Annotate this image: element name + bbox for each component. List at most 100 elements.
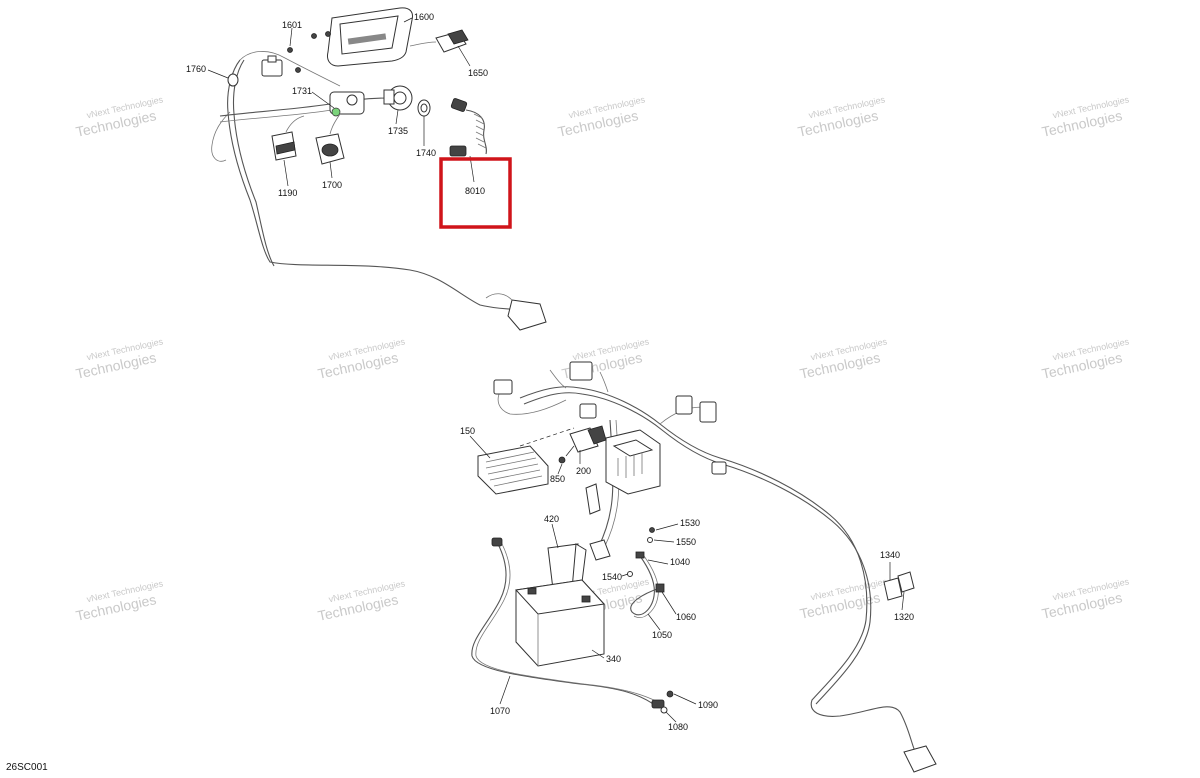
callout-1080[interactable]: 1080 bbox=[668, 722, 688, 732]
callout-1600[interactable]: 1600 bbox=[414, 12, 434, 22]
lower-harness-assembly bbox=[471, 361, 937, 773]
callout-340[interactable]: 340 bbox=[606, 654, 621, 664]
leader-850 bbox=[557, 463, 563, 475]
leader-1040 bbox=[647, 559, 669, 565]
lower-harness-left-branch bbox=[497, 391, 567, 415]
connector-1340 bbox=[883, 577, 903, 601]
leader-1090 bbox=[673, 693, 697, 705]
washer-1540 bbox=[627, 571, 633, 577]
leader-1550 bbox=[653, 539, 675, 543]
battery-340 bbox=[514, 579, 606, 667]
connector-1650 bbox=[409, 29, 469, 53]
connector-right-c bbox=[711, 461, 727, 475]
leader-1650 bbox=[457, 45, 471, 67]
callout-150[interactable]: 150 bbox=[460, 426, 475, 436]
leader-1760 bbox=[207, 69, 229, 79]
connector-tab bbox=[267, 55, 277, 63]
callout-1530[interactable]: 1530 bbox=[680, 518, 700, 528]
relay-box bbox=[605, 429, 661, 495]
leader-340 bbox=[591, 649, 605, 659]
callout-1050[interactable]: 1050 bbox=[652, 630, 672, 640]
connector-fuse-low bbox=[589, 539, 611, 561]
nut-850 bbox=[558, 456, 566, 464]
upper-harness-assembly bbox=[211, 7, 547, 331]
connector-upper-left bbox=[493, 379, 513, 395]
connector-right-b bbox=[699, 401, 717, 423]
connector-1190 bbox=[271, 115, 305, 161]
leader-150 bbox=[469, 435, 491, 459]
ignition-1735 bbox=[383, 85, 413, 111]
callout-420[interactable]: 420 bbox=[544, 514, 559, 524]
callout-1070[interactable]: 1070 bbox=[490, 706, 510, 716]
upper-harness-branch bbox=[232, 59, 275, 267]
figure-id: 26SC001 bbox=[6, 762, 48, 773]
connector-1320 bbox=[897, 571, 915, 593]
highlight-box-8010[interactable] bbox=[439, 157, 512, 229]
upper-harness-branch-left bbox=[211, 111, 231, 162]
callout-labels: 1601 1600 1650 1760 1731 1735 1740 1190 … bbox=[186, 12, 914, 732]
leader-1190 bbox=[283, 159, 289, 187]
callout-1090[interactable]: 1090 bbox=[698, 700, 718, 710]
coiled-cable-8010 bbox=[449, 98, 487, 157]
connector-mid bbox=[579, 403, 597, 419]
harness-end-wire bbox=[485, 293, 513, 301]
washer-1080 bbox=[660, 706, 668, 714]
display-1600 bbox=[327, 7, 413, 67]
leader-1731 bbox=[311, 91, 335, 109]
callout-1760[interactable]: 1760 bbox=[186, 64, 206, 74]
regulator-150 bbox=[477, 427, 575, 495]
leader-1600 bbox=[403, 17, 413, 23]
leader-1700 bbox=[329, 161, 333, 179]
callout-8010[interactable]: 8010 bbox=[465, 186, 485, 196]
leader-1320 bbox=[901, 591, 905, 611]
callout-1060[interactable]: 1060 bbox=[676, 612, 696, 622]
callout-1601[interactable]: 1601 bbox=[282, 20, 302, 30]
leader-420 bbox=[551, 523, 559, 549]
ring-1740 bbox=[417, 99, 431, 117]
leader-1601 bbox=[289, 27, 293, 47]
leader-1540 bbox=[621, 573, 629, 577]
callout-850[interactable]: 850 bbox=[550, 474, 565, 484]
terminal-1060 bbox=[655, 583, 665, 593]
harness-end-connector bbox=[507, 299, 547, 331]
leader-1060 bbox=[661, 591, 677, 615]
fuse-holder bbox=[585, 483, 601, 515]
relay-200 bbox=[565, 425, 607, 457]
callout-1650[interactable]: 1650 bbox=[468, 68, 488, 78]
battery-cable-1070 bbox=[471, 537, 665, 709]
ground-cable-1050 bbox=[630, 551, 665, 618]
callout-1740[interactable]: 1740 bbox=[416, 148, 436, 158]
callout-1190[interactable]: 1190 bbox=[278, 188, 297, 198]
connector-upper-mid bbox=[569, 361, 593, 381]
upper-harness-cross bbox=[219, 97, 391, 117]
harness-bottom-connector bbox=[903, 745, 937, 773]
upper-harness-branch-top bbox=[239, 51, 341, 87]
screws-1601 bbox=[287, 31, 331, 73]
switch-1731 bbox=[329, 91, 365, 117]
leader-1735 bbox=[395, 109, 399, 125]
callout-1735[interactable]: 1735 bbox=[388, 126, 408, 136]
callout-1540[interactable]: 1540 bbox=[602, 572, 622, 582]
grommet-1760 bbox=[227, 73, 239, 87]
screw-1530 bbox=[649, 527, 655, 533]
callout-200[interactable]: 200 bbox=[576, 466, 591, 476]
washer-1550 bbox=[647, 537, 653, 543]
callout-1731[interactable]: 1731 bbox=[292, 86, 312, 96]
leader-lines bbox=[207, 17, 905, 723]
lower-main-harness-2 bbox=[523, 392, 872, 705]
callout-1320[interactable]: 1320 bbox=[894, 612, 914, 622]
connector-right-a bbox=[675, 395, 693, 415]
callout-1700[interactable]: 1700 bbox=[322, 180, 342, 190]
callout-1550[interactable]: 1550 bbox=[676, 537, 696, 547]
callout-1340[interactable]: 1340 bbox=[880, 550, 900, 560]
leader-1050 bbox=[647, 613, 661, 631]
leader-1530 bbox=[655, 523, 679, 531]
upper-main-harness bbox=[227, 59, 531, 313]
upper-harness-cross-2 bbox=[219, 109, 333, 123]
nut-1090 bbox=[666, 690, 674, 698]
callout-1040[interactable]: 1040 bbox=[670, 557, 690, 567]
connector-1700 bbox=[315, 113, 345, 165]
leader-1080 bbox=[665, 711, 677, 723]
leader-1070 bbox=[499, 675, 511, 705]
